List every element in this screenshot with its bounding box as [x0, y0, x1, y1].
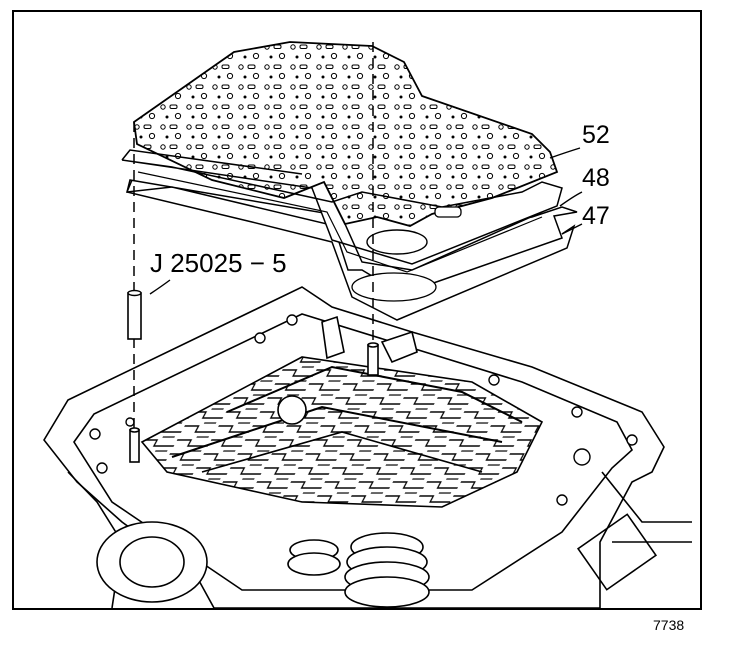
spacer-plate-52 — [133, 41, 559, 271]
case-bolts — [89, 314, 638, 506]
valve-body-exploded-illustration — [43, 41, 692, 608]
illustration-frame — [12, 10, 702, 610]
servo-spring-assembly — [96, 521, 430, 608]
alignment-lines — [133, 42, 374, 430]
callout-tool-j25025-5: J 25025 − 5 — [150, 248, 287, 278]
guide-pin-tool-j25025-5 — [127, 289, 142, 340]
case-guide-pins — [129, 315, 418, 463]
figure-number: 7738 — [653, 617, 685, 633]
valve-body — [140, 356, 544, 508]
leader-lines — [149, 147, 583, 295]
callout-48-gasket: 48 — [582, 164, 610, 192]
callout-52-spacer-plate: 52 — [582, 121, 610, 149]
callout-47-gasket: 47 — [582, 202, 610, 230]
